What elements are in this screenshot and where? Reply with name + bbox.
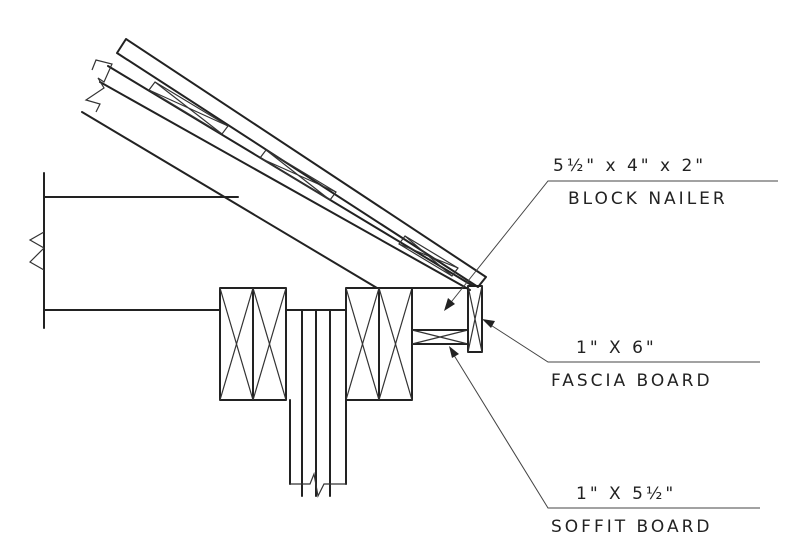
top-plate-left bbox=[219, 287, 287, 401]
fascia-name-label: FASCIA BOARD bbox=[551, 371, 713, 391]
soffit-size-label: 1" X 5½" bbox=[576, 484, 676, 504]
ceiling-joist bbox=[28, 172, 239, 329]
roof-sheathing bbox=[107, 38, 487, 288]
leader-fascia-board bbox=[482, 319, 760, 363]
top-plate-right bbox=[345, 287, 413, 401]
roof-purlin-blocks bbox=[148, 81, 459, 277]
fascia-size-label: 1" X 6" bbox=[576, 338, 657, 358]
fascia-board bbox=[467, 285, 483, 353]
block-nailer bbox=[411, 287, 469, 331]
wall-stud bbox=[289, 309, 347, 498]
leader-block-nailer bbox=[444, 180, 778, 311]
soffit-board bbox=[411, 329, 469, 345]
leader-soffit-board bbox=[449, 346, 760, 509]
rafter bbox=[81, 59, 471, 291]
soffit-name-label: SOFFIT BOARD bbox=[551, 517, 713, 537]
block-nailer-size-label: 5½" x 4" x 2" bbox=[553, 156, 706, 176]
block-nailer-name-label: BLOCK NAILER bbox=[568, 189, 728, 209]
